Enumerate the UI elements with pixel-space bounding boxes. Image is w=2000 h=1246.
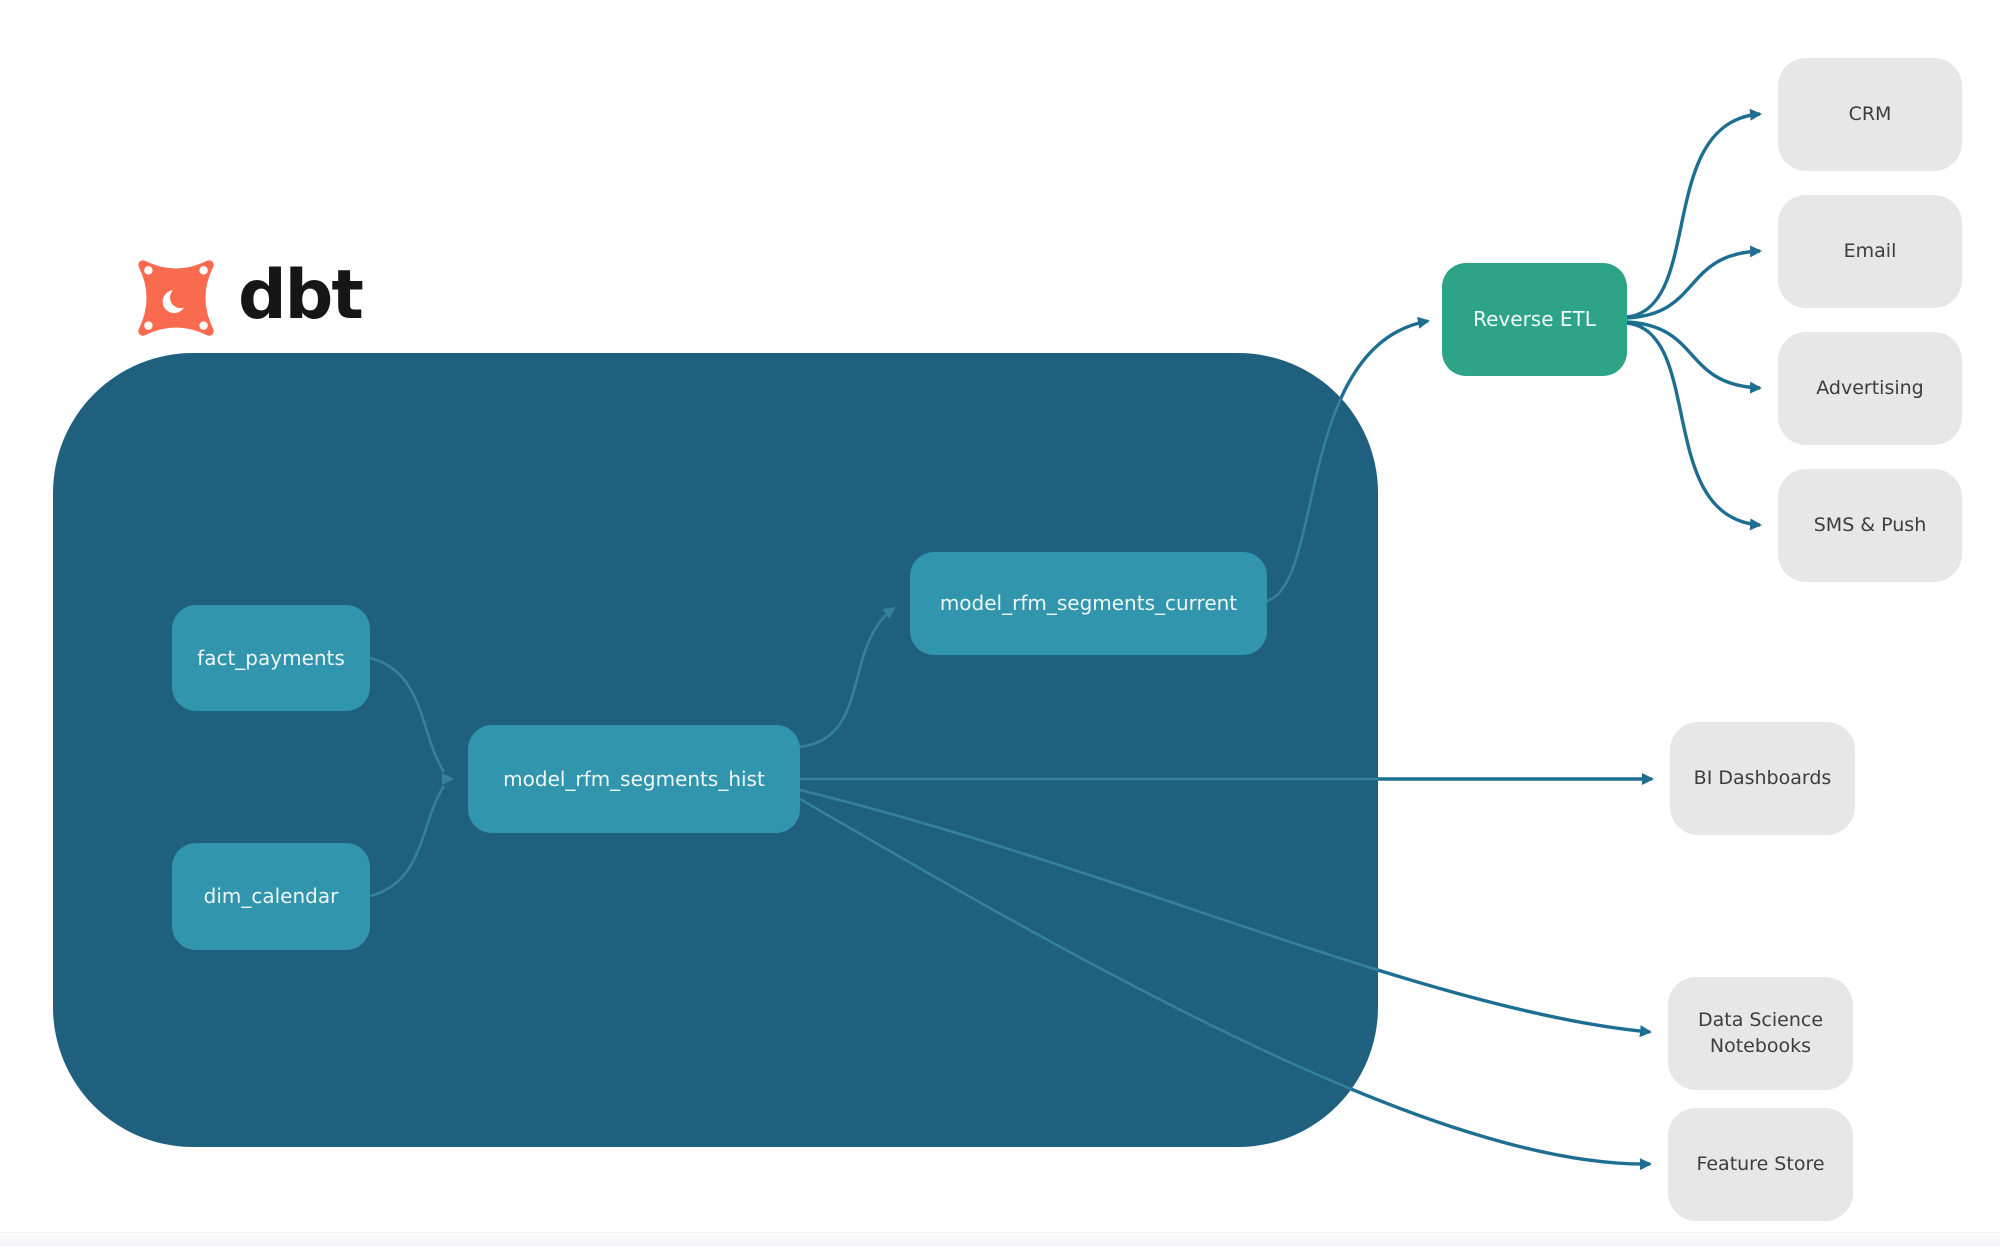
node-data-science-notebooks[interactable]: Data Science Notebooks	[1668, 977, 1853, 1090]
node-reverse-etl[interactable]: Reverse ETL	[1442, 263, 1627, 376]
node-dim-calendar[interactable]: dim_calendar	[172, 843, 370, 950]
edge-reverse-etl-to-crm	[1626, 108, 1762, 319]
page-bottom-edge	[0, 1232, 2000, 1246]
node-email[interactable]: Email	[1778, 195, 1962, 308]
dbt-logo-icon	[138, 260, 214, 336]
node-model-rfm-segments-current[interactable]: model_rfm_segments_current	[910, 552, 1267, 655]
node-feature-store[interactable]: Feature Store	[1668, 1108, 1853, 1221]
edge-reverse-etl-to-email	[1626, 245, 1762, 320]
edge-reverse-etl-to-advertising	[1626, 320, 1762, 394]
dbt-logo-text: dbt	[238, 256, 364, 335]
node-fact-payments[interactable]: fact_payments	[172, 605, 370, 711]
dbt-logo: dbt	[126, 252, 364, 344]
edge-reverse-etl-to-sms-push	[1626, 321, 1762, 531]
node-model-rfm-segments-hist[interactable]: model_rfm_segments_hist	[468, 725, 800, 833]
node-sms-push[interactable]: SMS & Push	[1778, 469, 1962, 582]
node-crm[interactable]: CRM	[1778, 58, 1962, 171]
node-advertising[interactable]: Advertising	[1778, 332, 1962, 445]
node-bi-dashboards[interactable]: BI Dashboards	[1670, 722, 1855, 835]
